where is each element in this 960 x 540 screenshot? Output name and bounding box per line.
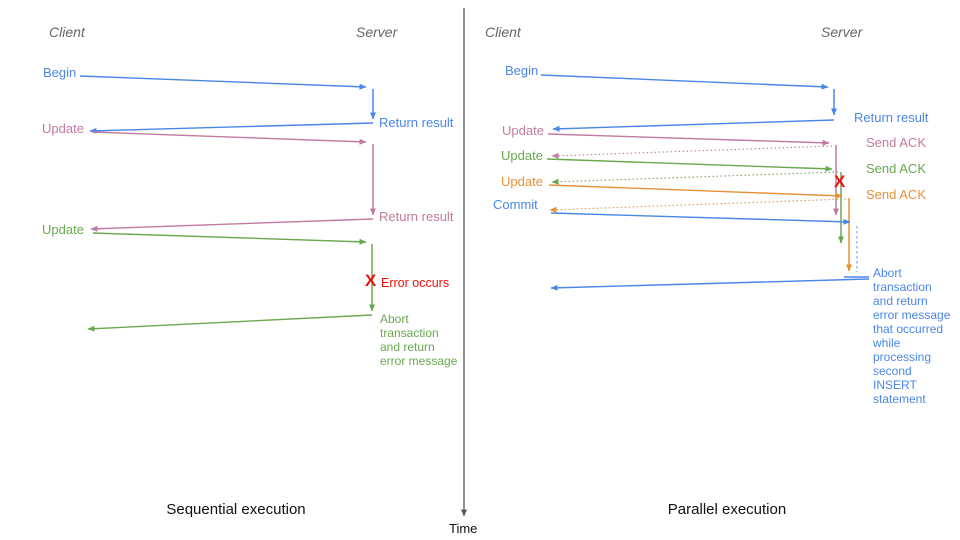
right-error-x-mark: X (834, 172, 846, 191)
left-server-header: Server (356, 24, 398, 40)
left-update-1-label: Update (42, 121, 84, 136)
right-panel-title: Parallel execution (667, 501, 787, 518)
left-begin-arrow (79, 75, 367, 90)
right-update-1-label: Update (502, 123, 544, 138)
left-return-result-1-label: Return result (379, 115, 454, 130)
left-error-x-mark: X (365, 271, 377, 290)
right-ack-3-dotted (549, 198, 847, 213)
right-commit-label: Commit (493, 197, 538, 212)
left-return-result-1-arrow (89, 122, 374, 134)
left-return-result-2-label: Return result (379, 209, 454, 224)
right-update-2-label: Update (501, 148, 543, 163)
right-abort-note: Abort transaction and return error messa… (873, 266, 951, 406)
right-update-1-arrow (547, 133, 830, 146)
left-client-header: Client (49, 24, 85, 40)
right-begin-label: Begin (505, 63, 539, 78)
left-abort-return-arrow (87, 314, 373, 332)
right-abort-return-arrow (550, 278, 870, 291)
left-update-2-label: Update (42, 222, 84, 237)
left-update-1-arrow (91, 131, 367, 145)
right-update-3-arrow (548, 184, 843, 199)
right-update-2-arrow (546, 158, 833, 172)
left-panel-title: Sequential execution (166, 501, 306, 518)
right-return-result-label: Return result (854, 110, 929, 125)
right-client-header: Client (485, 24, 521, 40)
time-axis-label: Time (449, 521, 478, 536)
right-ack-1-dotted (551, 145, 833, 159)
right-send-ack-3-label: Send ACK (866, 187, 926, 202)
left-abort-note: Abort transaction and return error messa… (380, 312, 458, 368)
right-ack-2-dotted (551, 171, 839, 185)
left-panel-lines (79, 75, 376, 332)
right-update-3-label: Update (501, 174, 543, 189)
right-server-header: Server (821, 24, 863, 40)
left-error-label: Error occurs (381, 276, 450, 290)
left-update-2-arrow (92, 232, 367, 245)
right-commit-arrow (550, 212, 851, 225)
left-begin-label: Begin (43, 65, 77, 80)
right-return-result-arrow (552, 119, 835, 132)
right-send-ack-2-label: Send ACK (866, 161, 926, 176)
right-begin-arrow (540, 74, 829, 90)
left-return-result-2-arrow (90, 218, 374, 232)
right-send-ack-1-label: Send ACK (866, 135, 926, 150)
right-panel-lines (540, 74, 870, 291)
